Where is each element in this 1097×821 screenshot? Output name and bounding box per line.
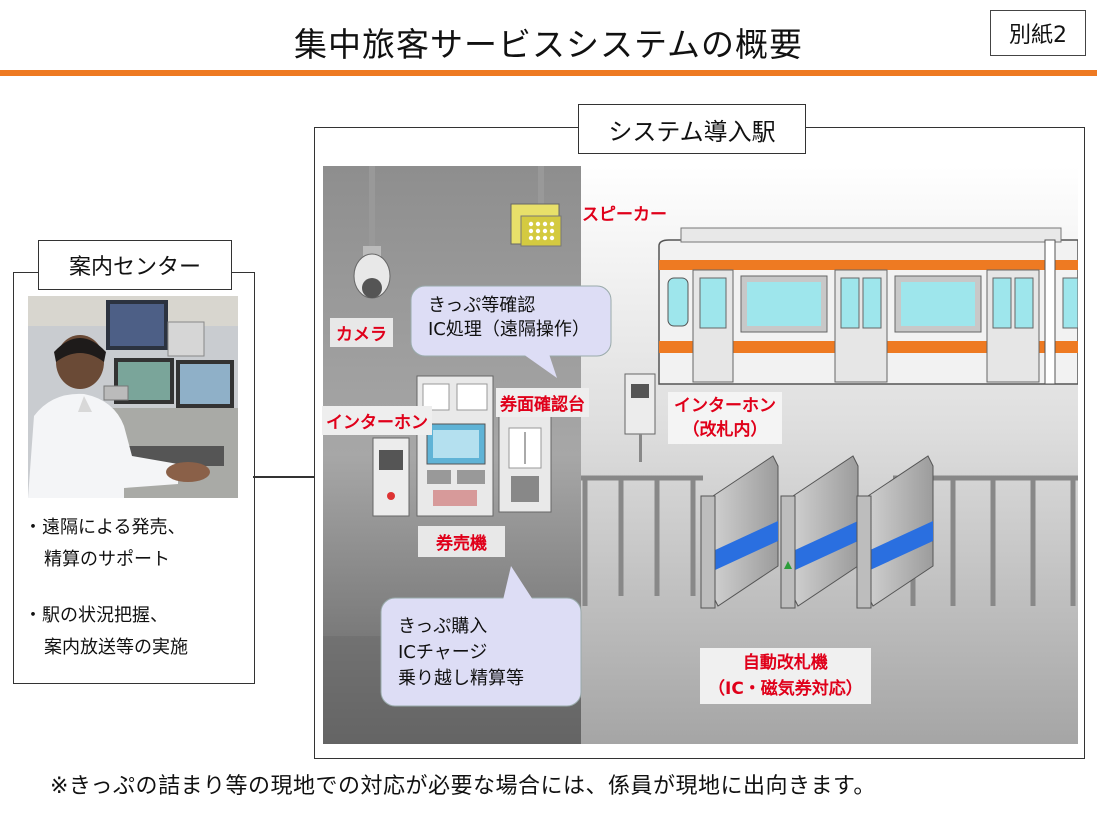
gate-intercom-label: インターホン （改札内） <box>668 392 782 444</box>
station-scene <box>323 166 1079 744</box>
center-bullet-2-line-1: ・駅の状況把握、 <box>24 605 168 626</box>
speaker-label: スピーカー <box>582 205 667 225</box>
ticket-purchase-bubble <box>380 566 582 707</box>
operator-photo <box>28 296 238 498</box>
intercom-label: インターホン <box>322 406 432 435</box>
center-bullet-1-line-2: 精算のサポート <box>44 549 170 570</box>
ticket-purchase-line-3: 乗り越し精算等 <box>398 668 524 689</box>
automatic-gate-label: 自動改札機 （IC・磁気券対応） <box>700 648 871 704</box>
camera-label: カメラ <box>330 318 393 347</box>
gate-intercom-label-line-1: インターホン <box>674 396 776 416</box>
intercom-panel-icon <box>372 437 410 517</box>
footnote: ※きっぷの詰まり等の現地での対応が必要な場合には、係員が現地に出向きます。 <box>50 774 876 799</box>
speaker-icon <box>510 203 562 247</box>
automatic-gates <box>700 455 934 609</box>
connection-line <box>253 476 323 478</box>
guidance-center-label: 案内センター <box>38 240 232 290</box>
gate-intercom-icon <box>624 373 656 462</box>
inspection-stand-label: 券面確認台 <box>496 388 589 417</box>
ticket-purchase-line-1: きっぷ購入 <box>398 616 488 637</box>
remote-check-line-1: きっぷ等確認 <box>428 295 536 316</box>
ticket-purchase-line-2: ICチャージ <box>398 642 488 663</box>
center-bullet-2-line-2: 案内放送等の実施 <box>44 637 188 658</box>
remote-check-line-2: IC処理（遠隔操作） <box>428 319 590 340</box>
ticket-machine-icon <box>416 375 494 517</box>
automatic-gate-label-line-1: 自動改札機 <box>742 653 828 673</box>
remote-check-text: きっぷ等確認 IC処理（遠隔操作） <box>428 294 590 342</box>
camera-icon <box>353 246 391 299</box>
title-rule <box>0 70 1097 76</box>
automatic-gate-label-line-2: （IC・磁気券対応） <box>708 679 863 699</box>
ticket-machine-label: 券売機 <box>418 526 505 557</box>
gate-intercom-label-line-2: （改札内） <box>682 420 768 440</box>
remote-check-bubble <box>410 285 612 378</box>
inspection-stand-icon <box>498 415 552 513</box>
attachment-tag: 別紙2 <box>990 10 1086 56</box>
train <box>658 227 1079 385</box>
station-label: システム導入駅 <box>578 104 806 154</box>
page-title: 集中旅客サービスシステムの概要 <box>293 25 803 64</box>
center-bullet-1-line-1: ・遠隔による発売、 <box>24 517 186 538</box>
ticket-purchase-text: きっぷ購入 ICチャージ 乗り越し精算等 <box>398 614 524 692</box>
